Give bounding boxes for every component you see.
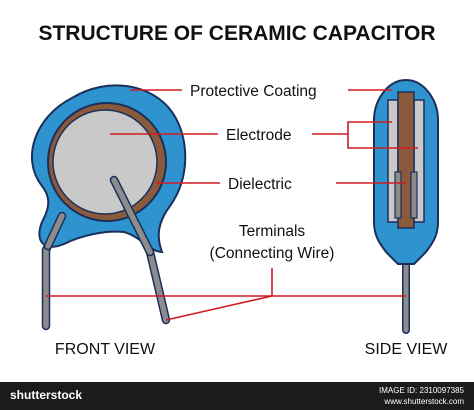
- footer-image-id: IMAGE ID: 2310097385: [379, 386, 464, 395]
- label-terminals: Terminals: [239, 223, 306, 240]
- leader-terminals-front-right: [165, 295, 273, 321]
- side-view-caption: SIDE VIEW: [365, 341, 449, 358]
- leader-electrode-side-a: [312, 121, 392, 135]
- footer-site: www.shutterstock.com: [383, 397, 464, 406]
- diagram-title: STRUCTURE OF CERAMIC CAPACITOR: [38, 22, 435, 45]
- leader-electrode-side-b: [347, 134, 418, 149]
- front-inner-wires: [43, 175, 155, 257]
- label-dielectric: Dielectric: [228, 176, 292, 193]
- label-connecting-wire: (Connecting Wire): [210, 245, 335, 262]
- side-dielectric: [397, 91, 415, 229]
- label-electrode: Electrode: [226, 127, 291, 144]
- footer-bar: [0, 382, 474, 410]
- footer-brand: shutterstock: [10, 388, 82, 402]
- front-electrode: [52, 109, 158, 215]
- leader-lines: [46, 89, 418, 321]
- side-view-capacitor: [373, 78, 439, 334]
- front-view-caption: FRONT VIEW: [55, 341, 156, 358]
- label-protective-coating: Protective Coating: [190, 83, 317, 100]
- front-view-capacitor: [31, 84, 187, 331]
